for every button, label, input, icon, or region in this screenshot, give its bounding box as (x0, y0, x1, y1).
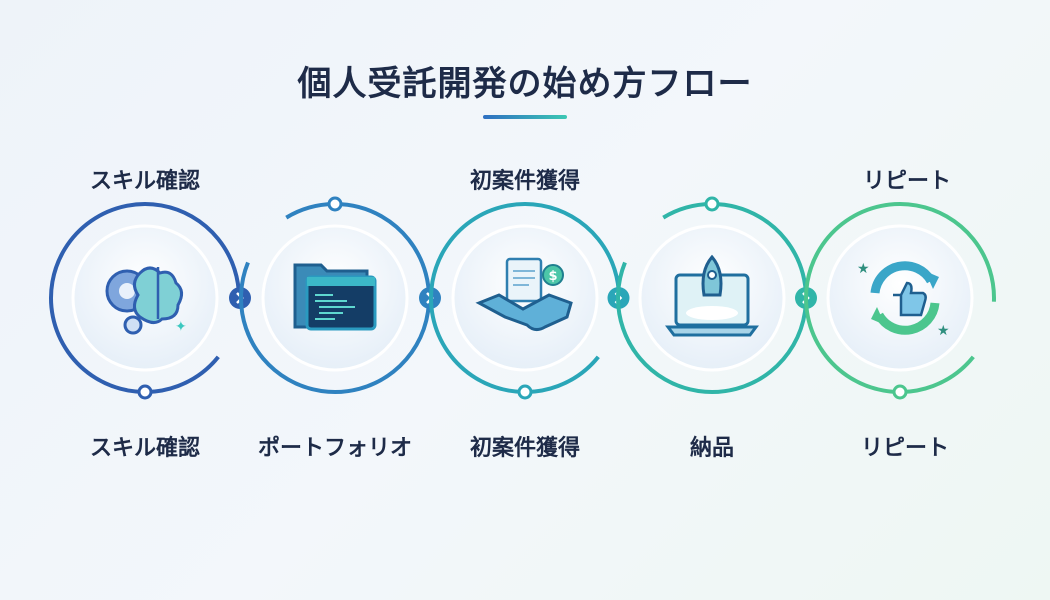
step-4-label: 納品 (689, 436, 734, 461)
ring-node (892, 384, 908, 400)
svg-text:★: ★ (857, 261, 870, 277)
step-1-top-label: スキル確認 (89, 169, 200, 194)
ring-node (137, 384, 153, 400)
step-5-label: リピート (860, 436, 949, 461)
step-2-label: ポートフォリオ (257, 436, 412, 461)
brain-gear-icon: ✦ (105, 266, 187, 335)
code-folder-icon (293, 263, 377, 331)
svg-text:$: $ (549, 269, 558, 284)
outer-ring (49, 202, 241, 394)
step-1-label: スキル確認 (89, 436, 200, 461)
handshake-icon: $ (475, 257, 573, 332)
outer-ring (616, 202, 808, 394)
outer-ring (804, 202, 997, 394)
title-underline (483, 115, 567, 119)
rocket-laptop-icon (665, 254, 759, 337)
outer-ring (429, 202, 621, 394)
ring-node (517, 384, 533, 400)
step-3-top-label: 初案件獲得 (469, 169, 580, 194)
step-5-top-label: リピート (862, 169, 951, 194)
repeat-thumbs-up-icon: ★ ★ (857, 261, 950, 339)
svg-text:★: ★ (937, 323, 950, 339)
ring-node (704, 196, 720, 212)
outer-ring (239, 202, 431, 394)
svg-text:✦: ✦ (175, 319, 187, 335)
step-3-label: 初案件獲得 (469, 436, 580, 461)
page-title: 個人受託開発の始め方フロー (297, 64, 753, 104)
ring-node (327, 196, 343, 212)
